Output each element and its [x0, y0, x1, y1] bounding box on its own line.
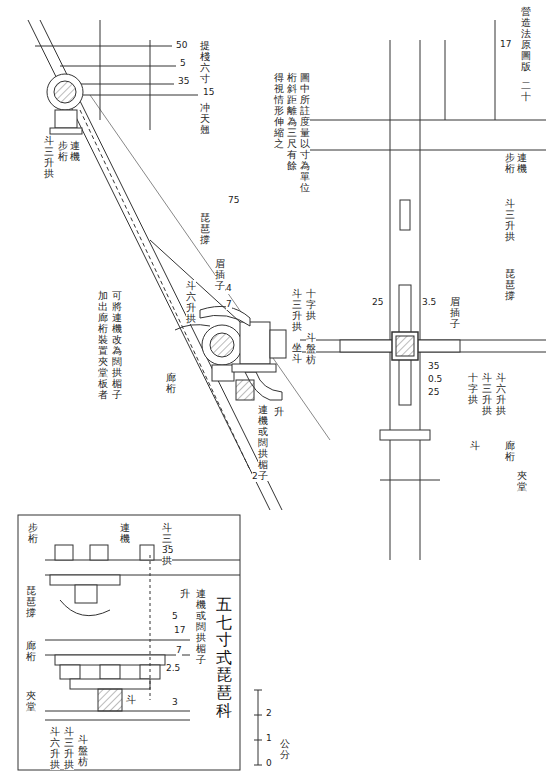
part-label: 桁斜距離為三尺有餘: [287, 72, 297, 171]
dimension-number: 1: [266, 734, 272, 744]
part-label: 斗六升拱: [186, 280, 196, 324]
part-label: 步桁: [58, 140, 68, 162]
part-label: 冲天翹: [200, 102, 210, 135]
part-label: 十字拱: [306, 288, 316, 321]
drawing-title: 五七寸式 琵琶科: [216, 596, 232, 719]
dimension-number: 25: [372, 298, 383, 308]
part-label: 步桁: [28, 522, 38, 544]
part-label: 眉插子: [450, 296, 460, 329]
part-label: 加出廊桁裝置夾堂板者: [98, 290, 108, 400]
dimension-number: 35: [178, 77, 189, 87]
part-label: 廊桁: [505, 440, 515, 462]
part-label: 二十: [521, 80, 531, 102]
dimension-number: 50: [176, 41, 187, 51]
dimension-number: 2: [252, 472, 258, 482]
part-label: 可將連機改為闊拱楣子: [112, 290, 122, 400]
dimension-number: 35: [162, 546, 173, 556]
dimension-number: 4: [226, 284, 232, 294]
dimension-number: 0.5: [428, 375, 442, 385]
dimension-number: 3.5: [422, 298, 436, 308]
part-label: 連機或闊拱楣子: [196, 588, 206, 665]
part-label: 眉插子: [215, 258, 225, 291]
part-label: 斗六升拱: [496, 372, 506, 416]
dimension-number: 25: [428, 388, 439, 398]
part-label: 斗三升拱: [292, 288, 302, 332]
dimension-number: 35: [428, 362, 439, 372]
dimension-number: 2.5: [166, 664, 180, 674]
dimension-number: 0: [266, 759, 272, 769]
part-label: 斗六升拱: [50, 726, 60, 770]
part-label: 廊桁: [26, 640, 36, 662]
part-label: 提棧六寸: [200, 40, 210, 84]
part-label: 夾堂: [517, 470, 527, 492]
part-label: 斗三升拱: [505, 198, 515, 242]
dimension-number: 2: [266, 709, 272, 719]
part-label: 夾堂: [26, 690, 36, 712]
part-label: 斗: [470, 440, 480, 451]
part-label: 十字拱: [468, 372, 478, 405]
part-label: 升: [180, 588, 190, 599]
part-label: 得視情形伸縮之: [274, 72, 284, 149]
part-label: 琵琶撐: [200, 212, 210, 245]
part-label: 斗盤枋: [78, 734, 88, 767]
dimension-number: 3: [172, 698, 178, 708]
part-label: 廊桁: [166, 372, 176, 394]
dimension-number: 5: [172, 612, 178, 622]
dimension-number: 7: [176, 646, 182, 656]
part-label: 連機: [517, 152, 527, 174]
dimension-number: 17: [500, 40, 511, 50]
dimension-number: 7: [226, 300, 232, 310]
part-label: 斗三升拱: [64, 726, 74, 770]
part-label: 斗三升拱: [44, 135, 54, 179]
part-label: 斗三升拱: [162, 522, 172, 566]
part-label: 斗三升拱: [482, 372, 492, 416]
part-label: 圖中所註度量以寸為單位: [300, 72, 310, 193]
dimension-number: 75: [228, 196, 239, 206]
dimension-number: 5: [180, 59, 186, 69]
part-label: 升: [274, 406, 284, 417]
part-label: 連機或闊拱楣子: [258, 404, 268, 481]
part-label: 連機: [70, 140, 80, 162]
part-label: 坐斗: [292, 342, 302, 364]
part-label: 斗盤枋: [306, 332, 316, 365]
dimension-number: 15: [203, 88, 214, 98]
part-label: 步桁: [505, 152, 515, 174]
dimension-number: 17: [174, 626, 185, 636]
part-label: 琵琶撐: [505, 268, 515, 301]
part-label: 營造法原圖版: [521, 6, 531, 72]
part-label: 連機: [120, 522, 130, 544]
part-label: 琵琶撐: [26, 585, 36, 618]
part-label: 斗: [126, 694, 136, 705]
part-label: 公分: [280, 738, 290, 760]
